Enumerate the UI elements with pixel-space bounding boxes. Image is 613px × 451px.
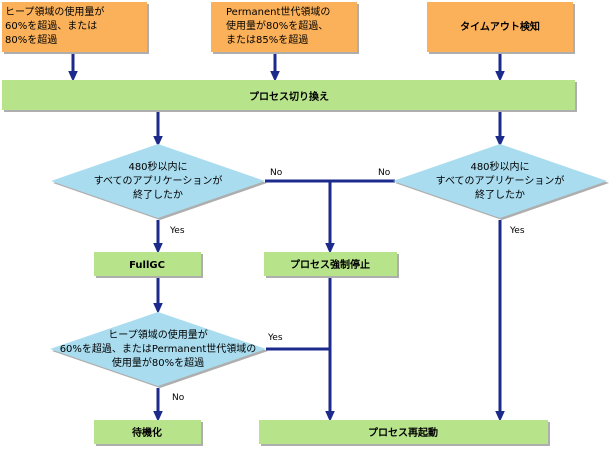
connectors (68, 54, 505, 422)
trigger-perm-line-2: 使用量が80%を超過、 (226, 19, 328, 32)
decision-left-line-1: 480秒以内に (128, 160, 187, 173)
decision-left: 480秒以内に すべてのアプリケーションが 終了したか (51, 144, 265, 218)
edge-label-right-no: No (378, 168, 391, 178)
edge-label-right-yes: Yes (509, 226, 525, 236)
trigger-perm-line-1: Permanent世代領域の (226, 5, 330, 18)
trigger-heap-box: ヒープ領域の使用量が 60%を超過、または 80%を超過 (2, 2, 147, 52)
trigger-timeout-label: タイムアウト検知 (460, 20, 540, 33)
decision-heap-line-1: ヒープ領域の使用量が (108, 328, 207, 341)
wait-box: 待機化 (94, 420, 201, 444)
trigger-heap-line-1: ヒープ領域の使用量が (5, 5, 104, 18)
edge-label-heap-yes: Yes (267, 333, 283, 343)
decision-right: 480秒以内に すべてのアプリケーションが 終了したか (393, 144, 607, 218)
fullgc-label: FullGC (129, 260, 165, 271)
trigger-perm-line-3: または85%を超過 (226, 33, 308, 46)
decision-right-line-1: 480秒以内に (470, 160, 529, 173)
decision-heap: ヒープ領域の使用量が 60%を超過、またはPermanent世代領域の 使用量が… (50, 312, 266, 386)
restart-box: プロセス再起動 (259, 420, 548, 444)
edge-label-heap-no: No (172, 393, 185, 403)
fullgc-box: FullGC (94, 252, 201, 276)
force-stop-box: プロセス強制停止 (264, 252, 397, 276)
trigger-heap-line-2: 60%を超過、または (5, 19, 97, 32)
trigger-perm-box: Permanent世代領域の 使用量が80%を超過、 または85%を超過 (211, 2, 357, 52)
decision-left-line-3: 終了したか (133, 188, 183, 201)
restart-label: プロセス再起動 (368, 426, 438, 439)
decision-left-line-2: すべてのアプリケーションが (94, 174, 223, 187)
wait-label: 待機化 (132, 426, 162, 439)
decision-heap-line-3: 使用量が80%を超過 (112, 356, 204, 369)
process-switch-label: プロセス切り換え (249, 90, 329, 103)
trigger-timeout-box: タイムアウト検知 (427, 2, 573, 52)
process-switch-bar: プロセス切り換え (2, 80, 575, 110)
decision-right-line-2: すべてのアプリケーションが (436, 174, 565, 187)
decision-right-line-3: 終了したか (475, 188, 525, 201)
decision-heap-line-2: 60%を超過、またはPermanent世代領域の (60, 342, 257, 355)
edge-label-left-yes: Yes (169, 226, 185, 236)
edge-label-left-no: No (270, 168, 283, 178)
trigger-heap-line-3: 80%を超過 (5, 33, 57, 46)
force-stop-label: プロセス強制停止 (290, 258, 370, 271)
